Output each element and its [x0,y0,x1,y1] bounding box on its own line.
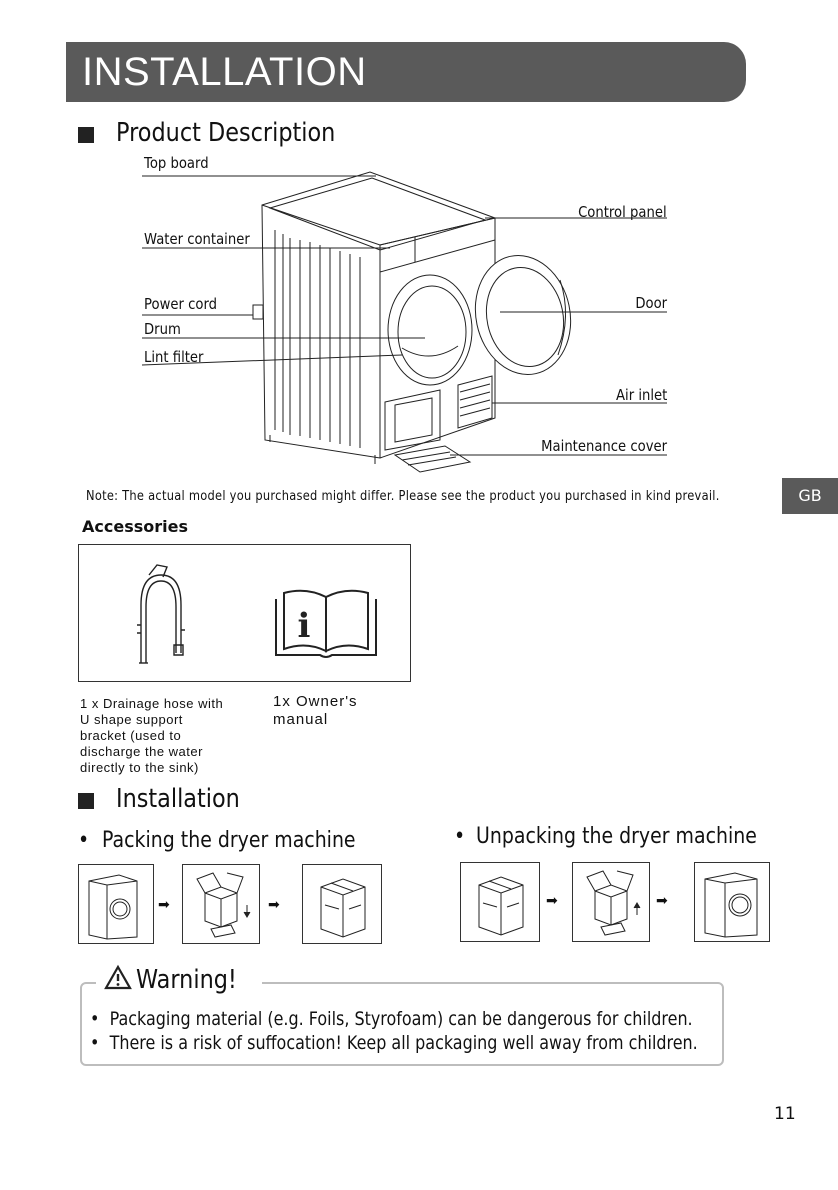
packing-bullet: • [78,828,90,853]
language-tab: GB [782,478,838,514]
model-note: Note: The actual model you purchased mig… [86,489,720,504]
dryer-icon [704,872,758,938]
bullet: • [90,1008,100,1030]
label-power-cord: Power cord [144,295,218,313]
product-description-heading: Product Description [116,118,336,148]
open-box-icon [586,870,641,936]
warning-triangle-icon [104,964,132,995]
owners-manual-icon: i [275,589,377,658]
label-drum: Drum [144,320,181,338]
accessory-box-manual: i [244,544,411,682]
label-door: Door [635,294,667,312]
page-number: 11 [774,1104,796,1124]
label-lint-filter: Lint filter [144,348,204,366]
open-box-icon [196,872,251,938]
accessories-title: Accessories [82,517,188,536]
caption-line: manual [273,711,329,728]
page-title: INSTALLATION [82,50,367,94]
warning-item-text: There is a risk of suffocation! Keep all… [109,1032,698,1054]
closed-box-icon [478,876,524,936]
arrow-icon: ➡ [158,896,170,912]
unpacking-step-closed-box [460,862,540,942]
unpacking-bullet: • [454,824,466,849]
warning-box [80,982,724,1066]
unpacking-step-dryer [694,862,770,942]
installation-heading: Installation [116,784,240,814]
header-banner: INSTALLATION [66,42,746,102]
closed-box-icon [320,878,366,938]
warning-item-1: • Packaging material (e.g. Foils, Styrof… [90,1008,693,1030]
caption-line: directly to the sink) [80,760,199,775]
warning-item-2: • There is a risk of suffocation! Keep a… [90,1032,698,1054]
label-top-board: Top board [144,154,209,172]
packing-step-dryer [78,864,154,944]
label-air-inlet: Air inlet [615,386,667,404]
caption-drainage-hose: 1 x Drainage hose with U shape support b… [80,696,250,776]
label-maintenance-cover: Maintenance cover [541,437,667,455]
packing-step-box-lowering [182,864,260,944]
warning-item-text: Packaging material (e.g. Foils, Styrofoa… [109,1008,693,1030]
bullet: • [90,1032,100,1054]
drainage-hose-icon [137,564,185,664]
caption-line: 1x Owner's [273,693,358,710]
packing-step-closed-box [302,864,382,944]
unpacking-title: Unpacking the dryer machine [476,824,757,849]
accessory-box-hose [78,544,246,682]
svg-text:i: i [298,606,311,646]
arrow-icon: ➡ [656,892,668,908]
dryer-icon [88,874,138,940]
caption-line: bracket (used to [80,728,182,743]
label-water-container: Water container [144,230,250,248]
packing-title: Packing the dryer machine [102,828,356,853]
caption-owners-manual: 1x Owner's manual [273,693,358,729]
section-bullet-square [78,793,94,809]
caption-line: discharge the water [80,744,203,759]
warning-title: Warning! [136,964,238,995]
caption-line: U shape support [80,712,183,727]
warning-header: Warning! [96,964,262,995]
arrow-icon: ➡ [268,896,280,912]
arrow-icon: ➡ [546,892,558,908]
caption-line: 1 x Drainage hose with [80,696,224,711]
label-control-panel: Control panel [578,203,667,221]
dryer-diagram [141,171,667,473]
section-bullet-square [78,127,94,143]
unpacking-step-box-lifting [572,862,650,942]
